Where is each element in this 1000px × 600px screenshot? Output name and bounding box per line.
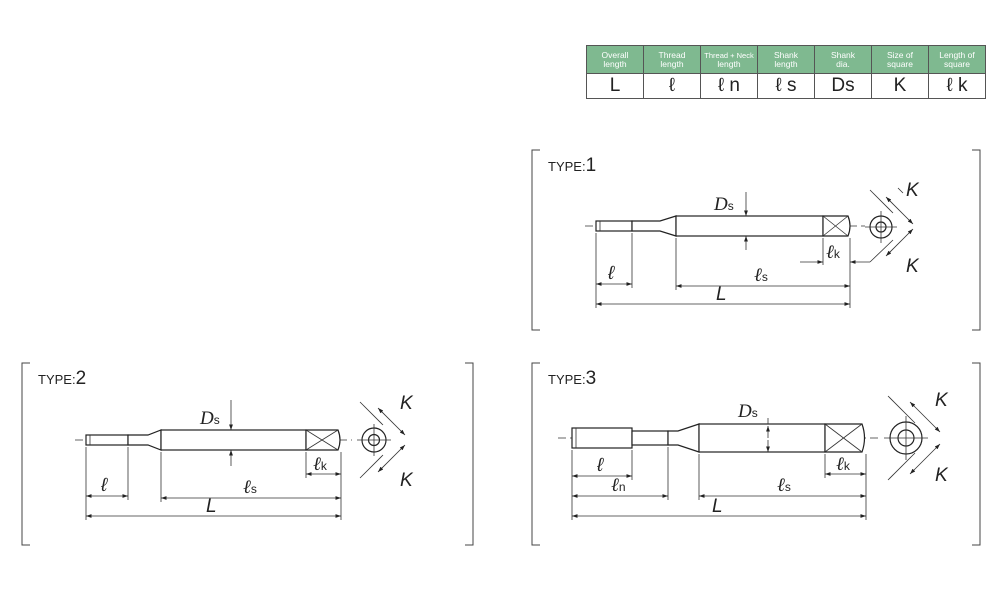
dim-Ds: Ds [737, 401, 758, 422]
dim-ell-k: ℓk [826, 242, 841, 263]
table-symbol-row: L ℓ ℓ n ℓ s Ds K ℓ k [586, 73, 986, 99]
dim-ell-n: ℓn [611, 475, 626, 496]
dim-ell-k: ℓk [836, 454, 851, 475]
dim-ell-s: ℓs [243, 477, 257, 498]
dim-K-bottom: K [906, 256, 920, 277]
tap-side-view [585, 215, 865, 237]
symbol-Ds: Ds [814, 73, 872, 99]
right-bracket [972, 149, 981, 331]
type-heading: TYPE:2 [38, 368, 86, 389]
tap-end-view [865, 211, 897, 243]
right-bracket [972, 362, 981, 546]
dim-ell-s: ℓs [754, 265, 768, 286]
dim-ell: ℓ [607, 263, 615, 284]
dim-ell: ℓ [596, 455, 604, 476]
dim-Ds: Ds [199, 408, 220, 429]
type-1-panel: TYPE:1 Ds ℓ ℓs [531, 149, 981, 331]
dim-ell: ℓ [100, 475, 108, 496]
tap-end-view [884, 416, 928, 460]
left-bracket [21, 362, 30, 546]
symbol-ell-n: ℓ n [700, 73, 758, 99]
type-2-panel: TYPE:2 Ds ℓ ℓs L [21, 362, 474, 546]
dim-L: L [712, 496, 723, 517]
dim-K-top: K [906, 180, 920, 201]
type-3-panel: TYPE:3 Ds ℓ [531, 362, 981, 546]
symbol-L: L [586, 73, 644, 99]
left-bracket [531, 362, 540, 546]
dim-ell-k: ℓk [313, 454, 328, 475]
right-bracket [465, 362, 474, 546]
symbol-K: K [871, 73, 929, 99]
dim-L: L [206, 496, 217, 517]
tap-side-view [75, 429, 352, 451]
dim-K-top: K [935, 390, 949, 411]
dim-L: L [716, 284, 727, 305]
type-heading: TYPE:3 [548, 368, 596, 389]
dim-K-top: K [400, 393, 414, 414]
tap-end-view [357, 424, 391, 456]
dim-Ds: Ds [713, 194, 734, 215]
dim-K-bottom: K [400, 470, 414, 491]
symbol-ell-s: ℓ s [757, 73, 815, 99]
symbol-ell-k: ℓ k [928, 73, 986, 99]
tap-side-view [558, 423, 880, 453]
symbol-ell: ℓ [643, 73, 701, 99]
type-heading: TYPE:1 [548, 155, 596, 176]
left-bracket [531, 149, 540, 331]
dim-K-bottom: K [935, 465, 949, 486]
dim-ell-s: ℓs [777, 475, 791, 496]
